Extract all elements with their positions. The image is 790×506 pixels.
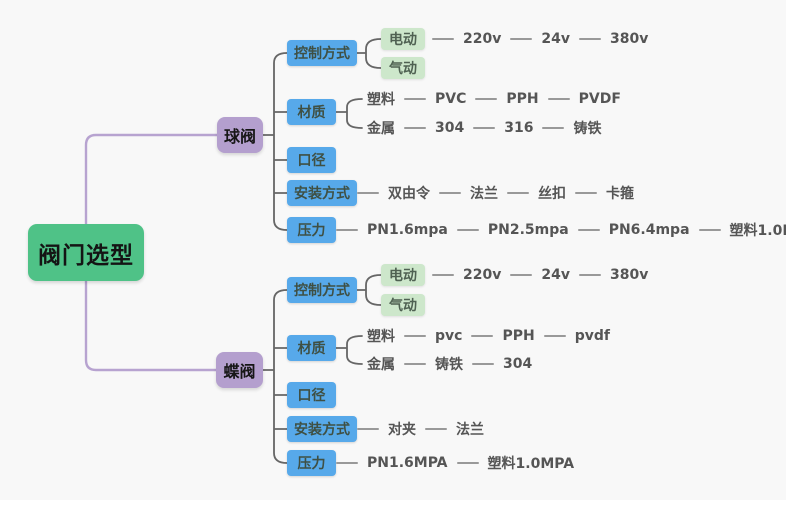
leaf-connector-line	[578, 274, 601, 276]
leaf-connector-line	[456, 462, 479, 464]
category-node-butterfly-installation[interactable]: 安装方式	[287, 416, 357, 442]
leaf-node[interactable]: pvdf	[574, 328, 610, 344]
category-node-ball-material[interactable]: 材质	[287, 99, 336, 125]
leaf-connector-line	[404, 363, 426, 365]
leaf-node[interactable]: 塑料	[367, 92, 395, 108]
leaf-node[interactable]: 法兰	[470, 186, 498, 202]
leaf-row-butterfly-plastic: 塑料 pvc PPH pvdf	[367, 326, 610, 346]
leaf-connector-line	[404, 335, 426, 337]
leaf-connector-line	[510, 274, 533, 276]
butterfly-valve-bracket	[262, 289, 288, 464]
leaf-node-butterfly-pneumatic[interactable]: 气动	[381, 294, 425, 316]
leaf-node-ball-electric[interactable]: 电动	[381, 28, 425, 50]
leaf-node[interactable]: 24v	[541, 267, 570, 283]
leaf-node[interactable]: PN1.6mpa	[367, 222, 448, 238]
category-node-butterfly-pressure[interactable]: 压力	[287, 450, 336, 476]
leaf-connector-line	[432, 38, 454, 40]
butterfly-control-bracket	[356, 274, 382, 306]
leaf-node[interactable]: 塑料	[367, 329, 395, 345]
category-node-butterfly-control-method[interactable]: 控制方式	[287, 277, 357, 303]
leaf-row-ball-installation: 双由令 法兰 丝扣 卡箍	[357, 183, 634, 203]
category-node-butterfly-material[interactable]: 材质	[287, 335, 336, 361]
leaf-row-butterfly-pressure: PN1.6MPA 塑料1.0MPA	[336, 453, 574, 473]
leaf-row-ball-metal: 金属 304 316 铸铁	[367, 118, 601, 138]
leaf-row-ball-plastic: 塑料 PVC PPH PVDF	[367, 89, 621, 109]
leaf-node-butterfly-electric[interactable]: 电动	[381, 264, 425, 286]
leaf-node[interactable]: 铸铁	[435, 357, 463, 373]
leaf-node[interactable]: PN2.5mpa	[487, 222, 569, 238]
leaf-connector-line	[404, 127, 426, 129]
leaf-connector-line	[336, 462, 358, 464]
leaf-node[interactable]: 丝扣	[538, 186, 566, 202]
ball-valve-bracket	[262, 52, 288, 231]
leaf-connector-line	[698, 229, 721, 231]
leaf-node[interactable]: 380v	[609, 267, 649, 283]
leaf-connector-line	[575, 192, 597, 194]
leaf-row-ball-voltages: 220v 24v 380v	[432, 31, 648, 47]
leaf-row-ball-pressure: PN1.6mpa PN2.5mpa PN6.4mpa 塑料1.0MPA	[336, 220, 786, 240]
leaf-node[interactable]: 对夹	[388, 422, 416, 438]
leaf-row-butterfly-installation: 对夹 法兰	[357, 419, 484, 439]
category-node-butterfly-diameter[interactable]: 口径	[287, 382, 336, 408]
leaf-node[interactable]: 塑料1.0MPA	[729, 223, 786, 239]
leaf-node-ball-pneumatic[interactable]: 气动	[381, 57, 425, 79]
category-node-ball-pressure[interactable]: 压力	[287, 217, 336, 243]
leaf-node[interactable]: pvc	[435, 328, 463, 344]
leaf-node[interactable]: PVC	[435, 91, 467, 107]
leaf-node[interactable]: 金属	[367, 121, 395, 137]
leaf-node[interactable]: 双由令	[388, 186, 430, 202]
leaf-connector-line	[471, 335, 494, 337]
leaf-node[interactable]: PPH	[506, 91, 539, 107]
leaf-node[interactable]: 316	[504, 120, 534, 136]
leaf-connector-line	[439, 192, 461, 194]
leaf-node[interactable]: 法兰	[456, 422, 484, 438]
butterfly-material-bracket	[335, 335, 363, 365]
leaf-node[interactable]: 304	[435, 120, 465, 136]
leaf-connector-line	[425, 428, 447, 430]
leaf-node[interactable]: 卡箍	[606, 186, 634, 202]
leaf-node[interactable]: 塑料1.0MPA	[487, 456, 575, 472]
leaf-node[interactable]: 380v	[609, 31, 649, 47]
branch-node-ball-valve[interactable]: 球阀	[217, 117, 263, 153]
leaf-connector-line	[510, 38, 533, 40]
leaf-connector-line	[473, 127, 496, 129]
leaf-connector-line	[542, 127, 565, 129]
leaf-node[interactable]: PVDF	[578, 91, 621, 107]
leaf-connector-line	[336, 229, 358, 231]
leaf-row-butterfly-metal: 金属 铸铁 304	[367, 354, 532, 374]
leaf-connector-line	[543, 335, 566, 337]
leaf-connector-line	[472, 363, 494, 365]
leaf-connector-line	[404, 98, 426, 100]
leaf-connector-line	[578, 38, 601, 40]
leaf-row-butterfly-voltages: 220v 24v 380v	[432, 267, 648, 283]
category-node-ball-installation[interactable]: 安装方式	[287, 180, 357, 206]
leaf-connector-line	[357, 192, 379, 194]
ball-material-bracket	[335, 98, 363, 129]
leaf-connector-line	[357, 428, 379, 430]
leaf-node[interactable]: PN1.6MPA	[367, 455, 448, 471]
leaf-node[interactable]: 220v	[463, 31, 502, 47]
root-node-valve-selection[interactable]: 阀门选型	[28, 224, 144, 281]
ball-control-bracket	[356, 38, 382, 69]
leaf-node[interactable]: 24v	[541, 31, 570, 47]
category-node-ball-diameter[interactable]: 口径	[287, 147, 336, 173]
leaf-connector-line	[547, 98, 570, 100]
leaf-connector-line	[432, 274, 454, 276]
leaf-connector-line	[577, 229, 600, 231]
leaf-connector-line	[475, 98, 498, 100]
leaf-node[interactable]: PN6.4mpa	[608, 222, 690, 238]
category-node-ball-control-method[interactable]: 控制方式	[287, 40, 357, 66]
leaf-connector-line	[456, 229, 479, 231]
leaf-node[interactable]: 220v	[463, 267, 502, 283]
leaf-node[interactable]: PPH	[502, 328, 535, 344]
branch-node-butterfly-valve[interactable]: 蝶阀	[216, 352, 263, 388]
leaf-connector-line	[507, 192, 529, 194]
leaf-node[interactable]: 金属	[367, 357, 395, 373]
leaf-node[interactable]: 铸铁	[573, 121, 602, 137]
leaf-node[interactable]: 304	[503, 356, 533, 372]
